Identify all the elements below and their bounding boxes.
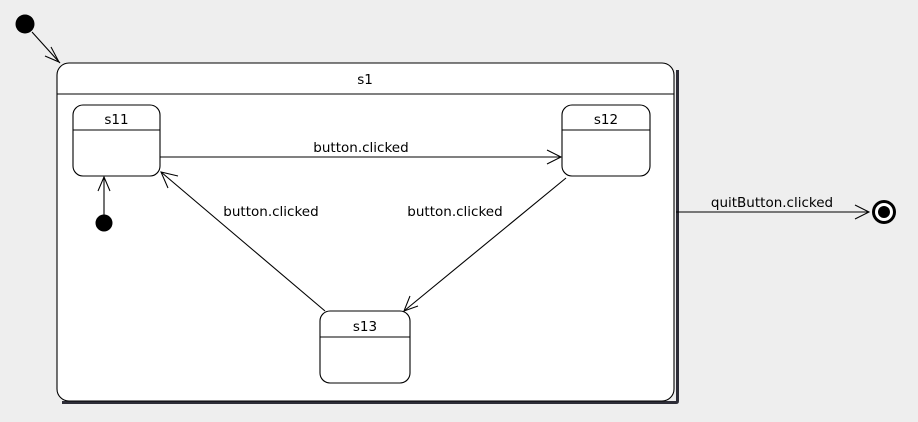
state-s13[interactable]: s13 bbox=[319, 310, 411, 384]
transition-s11-to-s12[interactable]: button.clicked bbox=[160, 140, 563, 165]
s12-title-label: s12 bbox=[594, 112, 618, 128]
state-s11[interactable]: s11 bbox=[72, 104, 161, 177]
state-s12[interactable]: s12 bbox=[561, 104, 651, 177]
final-state-node[interactable] bbox=[872, 200, 896, 224]
s1-title-label: s1 bbox=[357, 72, 373, 88]
initial-state-node-outer[interactable] bbox=[15, 14, 35, 34]
s1-body bbox=[56, 62, 675, 402]
transition-s13-to-s11[interactable]: button.clicked bbox=[160, 171, 326, 312]
composite-state-s1[interactable]: s1 bbox=[56, 62, 679, 404]
transition-label-s12-s13: button.clicked bbox=[407, 204, 502, 220]
transition-label-s1-final: quitButton.clicked bbox=[711, 195, 833, 211]
s12-body bbox=[561, 104, 651, 177]
initial-state-node-inner[interactable] bbox=[95, 214, 113, 232]
transition-initial-to-s11[interactable] bbox=[97, 175, 111, 215]
s11-body bbox=[72, 104, 161, 177]
transition-s1-to-final[interactable]: quitButton.clicked bbox=[676, 195, 871, 220]
transition-initial-to-s1[interactable] bbox=[31, 31, 61, 64]
s13-body bbox=[319, 310, 411, 384]
transition-s12-to-s13[interactable]: button.clicked bbox=[403, 177, 567, 312]
s13-title-label: s13 bbox=[353, 319, 377, 335]
transition-label-s13-s11: button.clicked bbox=[223, 204, 318, 220]
s11-title-label: s11 bbox=[104, 112, 128, 128]
transition-label-s11-s12: button.clicked bbox=[313, 140, 408, 156]
